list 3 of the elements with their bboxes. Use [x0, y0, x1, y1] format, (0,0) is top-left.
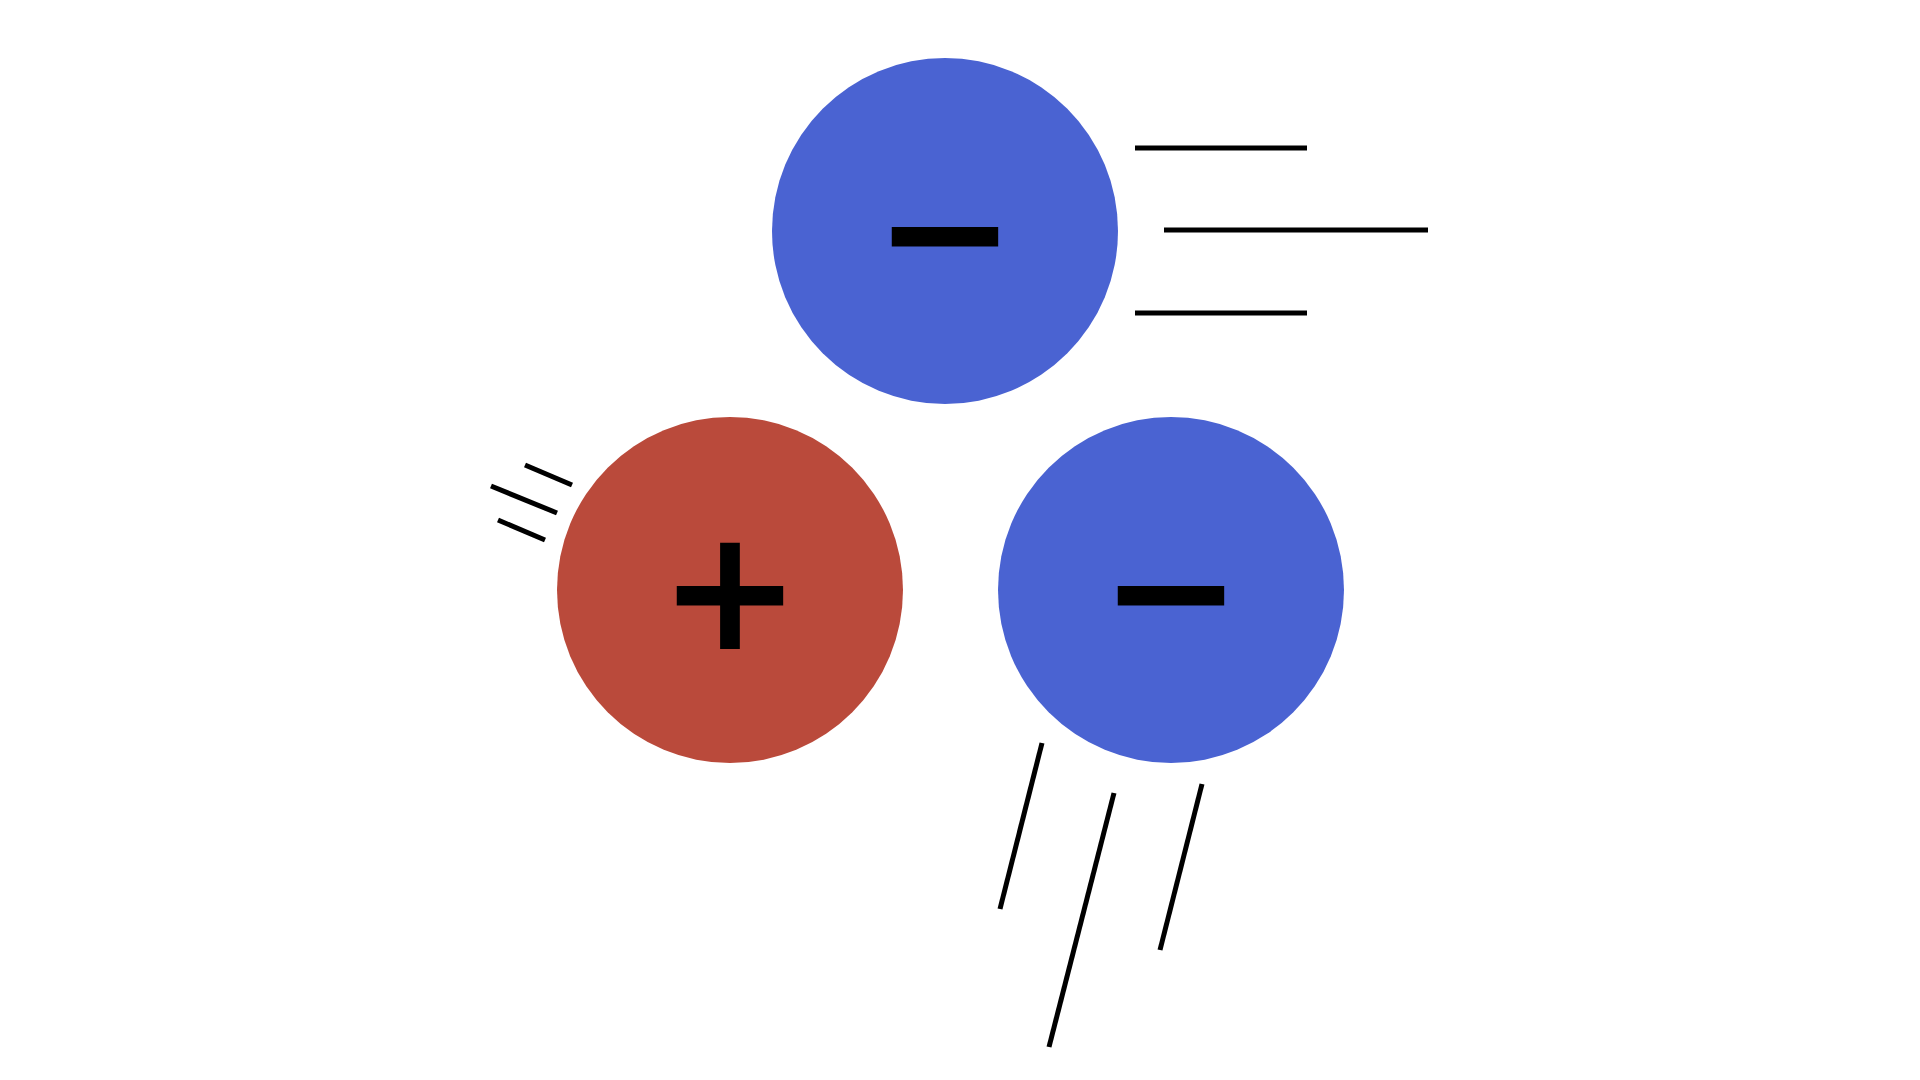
charge-sign: −	[873, 146, 1017, 316]
charge-sign: +	[658, 505, 802, 675]
charge-sign: −	[1099, 505, 1243, 675]
